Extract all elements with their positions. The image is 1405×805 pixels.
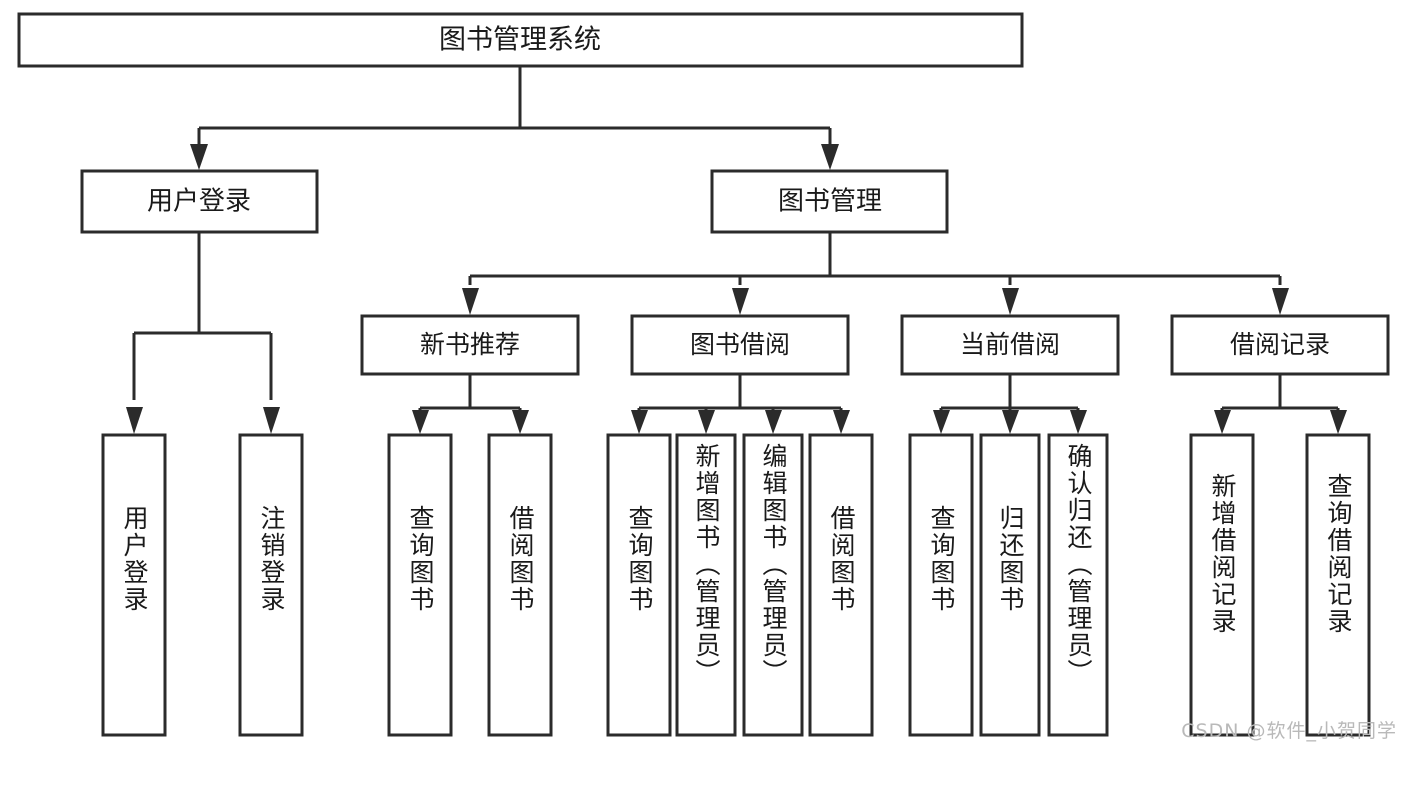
leaf-box-layer bbox=[101, 433, 1371, 737]
connector-layer bbox=[126, 66, 1347, 434]
arrowhead-to-leaf-query-book-2 bbox=[631, 410, 648, 434]
node-book-manage[interactable]: 图书管理 bbox=[710, 169, 949, 234]
node-leaf-query-record-box[interactable] bbox=[1305, 433, 1371, 737]
arrowhead-to-leaf-user-logout bbox=[263, 407, 280, 434]
node-current-borrow-label: 当前借阅 bbox=[960, 330, 1060, 359]
node-new-book-recommend[interactable]: 新书推荐 bbox=[360, 314, 580, 376]
csdn-watermark: CSDN @软件_小贺同学 bbox=[1181, 720, 1397, 742]
node-book-borrow[interactable]: 图书借阅 bbox=[630, 314, 850, 376]
arrowhead-to-leaf-edit-book bbox=[765, 410, 782, 434]
node-borrow-record-box[interactable] bbox=[1170, 314, 1390, 376]
arrowhead-to-book-borrow bbox=[732, 288, 749, 315]
connector-new-book-recommend-trunk bbox=[418, 375, 522, 414]
node-leaf-edit-book-box[interactable] bbox=[742, 433, 804, 737]
connector-book-borrow-trunk bbox=[637, 375, 843, 414]
node-borrow-record-label: 借阅记录 bbox=[1230, 330, 1330, 359]
arrowhead-to-leaf-query-book-1 bbox=[412, 410, 429, 434]
arrowhead-to-leaf-add-record bbox=[1214, 410, 1231, 434]
node-leaf-confirm-return-box[interactable] bbox=[1047, 433, 1109, 737]
node-leaf-return-book-box[interactable] bbox=[979, 433, 1041, 737]
node-user-login-label: 用户登录 bbox=[147, 187, 251, 217]
node-root-label: 图书管理系统 bbox=[439, 25, 601, 56]
arrowhead-to-leaf-borrow-book-1 bbox=[512, 410, 529, 434]
arrowhead-to-leaf-query-record bbox=[1330, 410, 1347, 434]
node-leaf-user-login-box[interactable] bbox=[101, 433, 167, 737]
node-user-login[interactable]: 用户登录 bbox=[80, 169, 319, 234]
arrowhead-to-book-manage bbox=[821, 144, 839, 170]
arrowhead-to-current-borrow bbox=[1002, 288, 1019, 315]
node-book-borrow-label: 图书借阅 bbox=[690, 330, 790, 359]
node-leaf-query-book-2-box[interactable] bbox=[606, 433, 672, 737]
arrowhead-to-leaf-return-book bbox=[1002, 410, 1019, 434]
arrowhead-to-borrow-record bbox=[1272, 288, 1289, 315]
arrowhead-to-leaf-user-login bbox=[126, 407, 143, 434]
node-book-borrow-box[interactable] bbox=[630, 314, 850, 376]
node-leaf-user-logout-box[interactable] bbox=[238, 433, 304, 737]
node-leaf-add-record-box[interactable] bbox=[1189, 433, 1255, 737]
node-borrow-record[interactable]: 借阅记录 bbox=[1170, 314, 1390, 376]
arrowhead-to-new-book-recommend bbox=[462, 288, 479, 315]
node-new-book-recommend-box[interactable] bbox=[360, 314, 580, 376]
diagram-canvas: 图书管理系统 用户登录 图书管理 新书推荐 图书借阅 当前借阅 借阅记录 bbox=[17, 12, 1390, 737]
arrowhead-to-leaf-add-book bbox=[698, 410, 715, 434]
node-root-box[interactable] bbox=[17, 12, 1024, 68]
node-leaf-borrow-book-1-box[interactable] bbox=[487, 433, 553, 737]
node-leaf-borrow-book-2-box[interactable] bbox=[808, 433, 874, 737]
connector-borrow-record-trunk bbox=[1220, 375, 1340, 414]
connector-current-borrow-trunk bbox=[939, 375, 1080, 414]
connector-user-login-trunk bbox=[132, 232, 273, 400]
node-book-manage-box[interactable] bbox=[710, 169, 949, 234]
node-current-borrow-box[interactable] bbox=[900, 314, 1120, 376]
connector-root-trunk bbox=[197, 66, 832, 155]
arrowhead-to-leaf-query-book-3 bbox=[933, 410, 950, 434]
node-root[interactable]: 图书管理系统 bbox=[17, 12, 1024, 68]
node-leaf-add-book-box[interactable] bbox=[675, 433, 737, 737]
node-leaf-query-book-1-box[interactable] bbox=[387, 433, 453, 737]
arrowhead-to-user-login bbox=[190, 144, 208, 170]
flowchart-diagram: 图书管理系统 用户登录 图书管理 新书推荐 图书借阅 当前借阅 借阅记录 bbox=[17, 12, 1397, 742]
connector-book-manage-trunk bbox=[468, 232, 1282, 285]
node-current-borrow[interactable]: 当前借阅 bbox=[900, 314, 1120, 376]
node-leaf-query-book-3-box[interactable] bbox=[908, 433, 974, 737]
node-book-manage-label: 图书管理 bbox=[778, 187, 882, 217]
arrowhead-to-leaf-confirm-return bbox=[1070, 410, 1087, 434]
node-new-book-recommend-label: 新书推荐 bbox=[420, 330, 520, 359]
node-user-login-box[interactable] bbox=[80, 169, 319, 234]
arrowhead-to-leaf-borrow-book-2 bbox=[833, 410, 850, 434]
